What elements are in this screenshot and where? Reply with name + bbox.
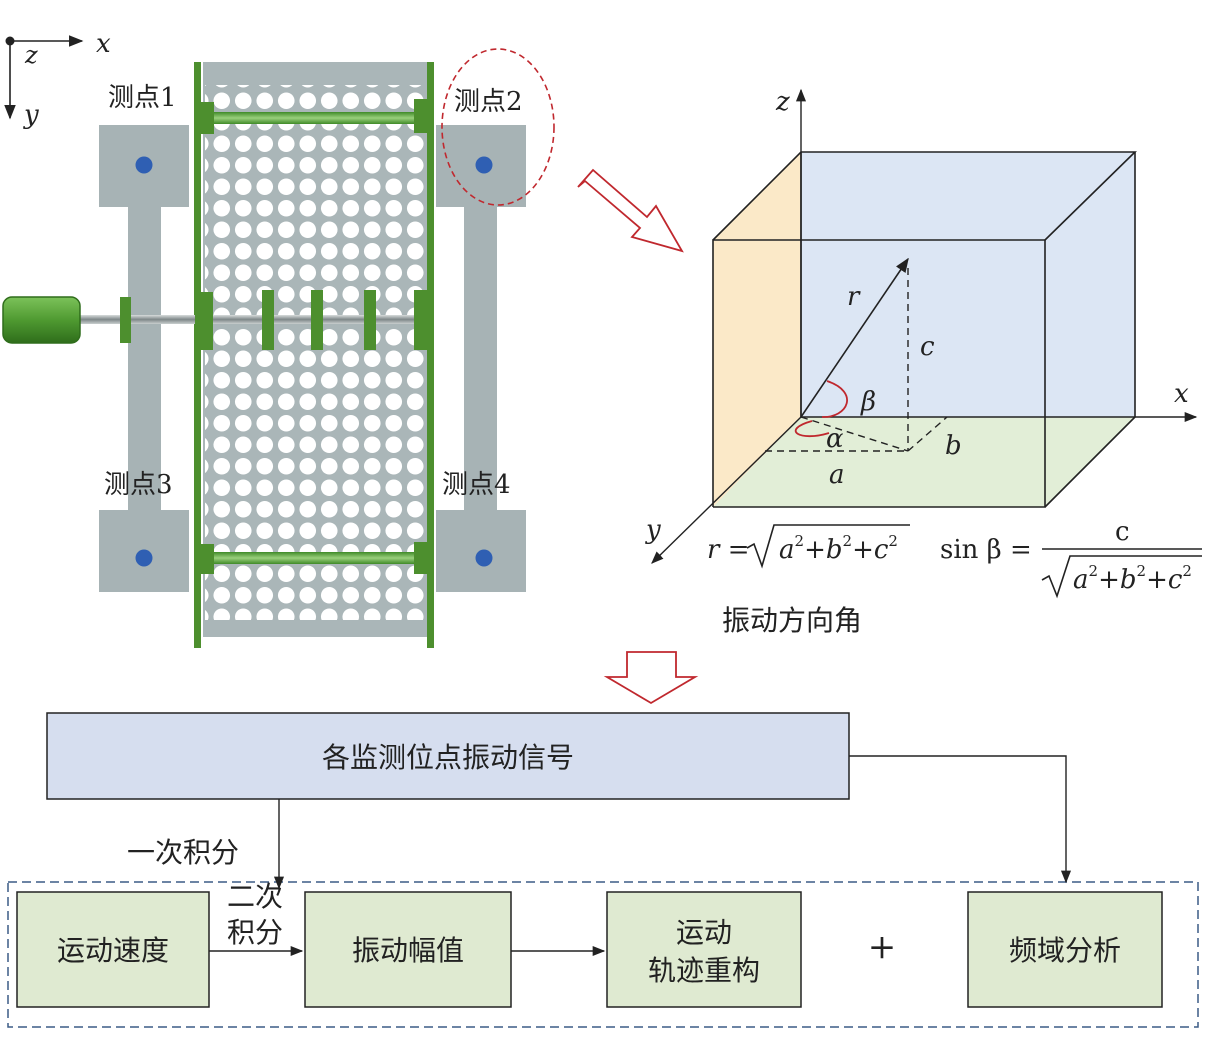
drive-shaft (78, 290, 432, 350)
cube-axis-y-label: y (645, 515, 661, 545)
screen-holes (205, 85, 425, 620)
velocity-box (16, 891, 210, 1008)
formula-sin-beta: sin β = c a2+b2+c2 (940, 517, 1202, 599)
down-arrow (603, 651, 699, 705)
vector-r-label: r (847, 282, 861, 312)
second-integral-label-line2: 积分 (227, 916, 283, 949)
left-side-rail (194, 62, 201, 648)
diagram-caption: 振动方向角 (722, 604, 862, 637)
second-integral-label-line1: 二次 (227, 880, 283, 913)
first-integral-label: 一次积分 (127, 836, 239, 869)
process-group-outline (7, 881, 1199, 1028)
point-2-highlight (441, 48, 555, 206)
right-side-rail (427, 62, 434, 648)
small-axis-z-label: z (24, 41, 38, 69)
formula-r: r = a2+b2+c2 (707, 524, 910, 569)
vibrating-screen: 测点1 测点2 测点3 测点4 (2, 48, 555, 648)
mount-dot-1 (135, 156, 153, 174)
trajectory-box-label-line2: 轨迹重构 (648, 954, 760, 987)
component-b-label: b (945, 431, 962, 461)
trajectory-box (606, 891, 802, 1008)
formula-r-radicand: a2+b2+c2 (779, 532, 898, 565)
cube-axis-z-label: z (775, 87, 790, 117)
small-axes: x z y (4, 29, 111, 130)
vector-cube: z x y r c β α a b (645, 87, 1198, 564)
angle-beta-label: β (860, 387, 876, 417)
amplitude-box (304, 891, 512, 1008)
zoom-arrow (577, 168, 684, 253)
formula-r-lhs: r = (707, 535, 749, 565)
mount-dot-4 (475, 549, 493, 567)
formula-sin-radicand: a2+b2+c2 (1073, 562, 1192, 595)
trajectory-box-label-line1: 运动 (676, 916, 732, 949)
left-support-frame (99, 125, 189, 592)
point-4-label: 测点4 (442, 470, 511, 500)
formula-sin-lhs: sin β = (940, 535, 1032, 565)
small-axis-x-label: x (96, 29, 111, 59)
amplitude-box-label: 振动幅值 (352, 934, 464, 967)
component-c-label: c (920, 332, 935, 362)
cube-top-face (713, 152, 1135, 240)
bottom-cross-beam (194, 542, 434, 574)
component-a-label: a (829, 460, 845, 490)
velocity-box-label: 运动速度 (57, 934, 169, 967)
top-cross-beam (194, 99, 434, 134)
mount-dot-3 (135, 549, 153, 567)
flowchart: 各监测位点振动信号 一次积分 二次 积分 运动速度 振动幅值 运动 轨迹重构 +… (7, 712, 1199, 1028)
frequency-box (967, 891, 1163, 1008)
point-3-label: 测点3 (104, 470, 173, 500)
point-1-label: 测点1 (108, 83, 177, 113)
signal-box (46, 712, 850, 800)
frequency-box-label: 频域分析 (1009, 934, 1121, 967)
point-2-label: 测点2 (454, 87, 523, 117)
angle-alpha-label: α (826, 424, 844, 454)
cube-bottom-face (713, 417, 1135, 507)
plus-sign: + (868, 927, 897, 967)
signal-box-label: 各监测位点振动信号 (322, 741, 574, 774)
motor (2, 296, 81, 344)
small-axis-y-label: y (23, 100, 39, 130)
mount-dot-2 (475, 156, 493, 174)
cube-axis-x-label: x (1174, 379, 1189, 409)
formula-sin-numerator: c (1115, 517, 1130, 547)
right-support-frame (436, 125, 526, 592)
